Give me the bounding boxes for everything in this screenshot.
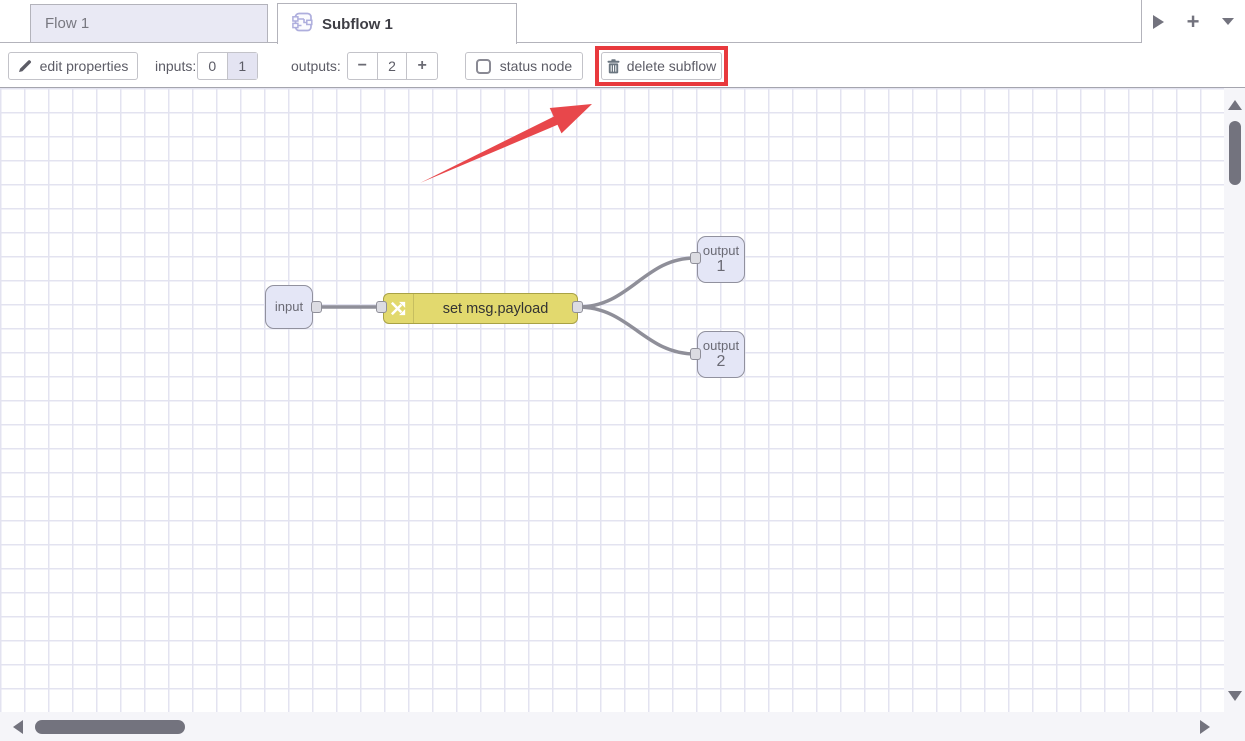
scroll-left-icon[interactable] [13, 720, 23, 734]
plus-icon: + [417, 57, 427, 74]
horizontal-scrollbar-thumb[interactable] [35, 720, 185, 734]
pencil-icon [18, 59, 32, 73]
port-change-in[interactable] [376, 301, 387, 313]
add-flow-icon[interactable]: + [1186, 8, 1200, 34]
delete-subflow-label: delete subflow [626, 58, 717, 74]
subflow-icon [292, 12, 314, 37]
tab-list-caret-icon[interactable] [1221, 18, 1234, 25]
scroll-up-icon[interactable] [1228, 100, 1242, 110]
scroll-down-icon[interactable] [1228, 691, 1242, 701]
port-input-out[interactable] [311, 301, 322, 313]
vertical-scrollbar [1225, 88, 1245, 712]
outputs-value-label: 2 [388, 58, 396, 74]
outputs-increment-button[interactable]: + [407, 53, 437, 79]
node-output-1-label: output [702, 243, 740, 258]
trash-icon [607, 58, 620, 74]
tab-subflow-1[interactable]: Subflow 1 [277, 3, 517, 44]
tab-flow-1[interactable]: Flow 1 [30, 4, 268, 43]
minus-icon: − [357, 57, 367, 74]
port-output2-in[interactable] [690, 348, 701, 360]
port-output1-in[interactable] [690, 252, 701, 264]
scroll-tabs-right-icon[interactable] [1153, 14, 1165, 29]
status-node-checkbox[interactable] [475, 58, 491, 74]
subflow-toolbar: edit properties inputs: 0 1 outputs: − 2… [0, 43, 1245, 88]
node-output-1-number: 1 [716, 258, 726, 275]
status-node-button[interactable]: status node [465, 52, 583, 80]
outputs-stepper: − 2 + [347, 52, 438, 80]
node-subflow-output-1[interactable]: output 1 [697, 236, 745, 283]
node-change-label: set msg.payload [442, 300, 549, 317]
canvas-grid[interactable] [0, 88, 1224, 712]
node-subflow-input-label: input [274, 299, 304, 314]
inputs-label: inputs: [155, 58, 197, 74]
change-node-icon-zone [384, 294, 414, 323]
horizontal-scrollbar [0, 712, 1225, 741]
tabbar-controls: + [1141, 0, 1245, 43]
inputs-option-1-label: 1 [238, 58, 247, 74]
node-change[interactable]: set msg.payload [383, 293, 578, 324]
outputs-value[interactable]: 2 [378, 53, 408, 79]
node-subflow-output-2[interactable]: output 2 [697, 331, 745, 378]
scroll-right-icon[interactable] [1200, 720, 1210, 734]
tab-flow-1-label: Flow 1 [45, 15, 90, 32]
inputs-option-0-label: 0 [208, 58, 217, 74]
outputs-decrement-button[interactable]: − [348, 53, 378, 79]
inputs-option-1[interactable]: 1 [227, 53, 257, 79]
status-node-label: status node [499, 58, 573, 74]
tab-subflow-1-label: Subflow 1 [322, 15, 393, 33]
shuffle-icon [389, 299, 408, 318]
node-output-2-number: 2 [716, 353, 726, 370]
delete-subflow-button[interactable]: delete subflow [601, 52, 722, 80]
edit-properties-label: edit properties [39, 58, 129, 74]
vertical-scrollbar-thumb[interactable] [1229, 121, 1241, 185]
flow-canvas: input set msg.payload output 1 output 2 [0, 88, 1245, 741]
node-output-2-label: output [702, 338, 740, 353]
edit-properties-button[interactable]: edit properties [8, 52, 138, 80]
port-change-out[interactable] [572, 301, 583, 313]
inputs-option-0[interactable]: 0 [198, 53, 228, 79]
flow-tab-bar: Flow 1 Subflow 1 + [0, 0, 1245, 44]
node-subflow-input[interactable]: input [265, 285, 313, 329]
outputs-label: outputs: [291, 58, 341, 74]
inputs-toggle-group: 0 1 [197, 52, 258, 80]
